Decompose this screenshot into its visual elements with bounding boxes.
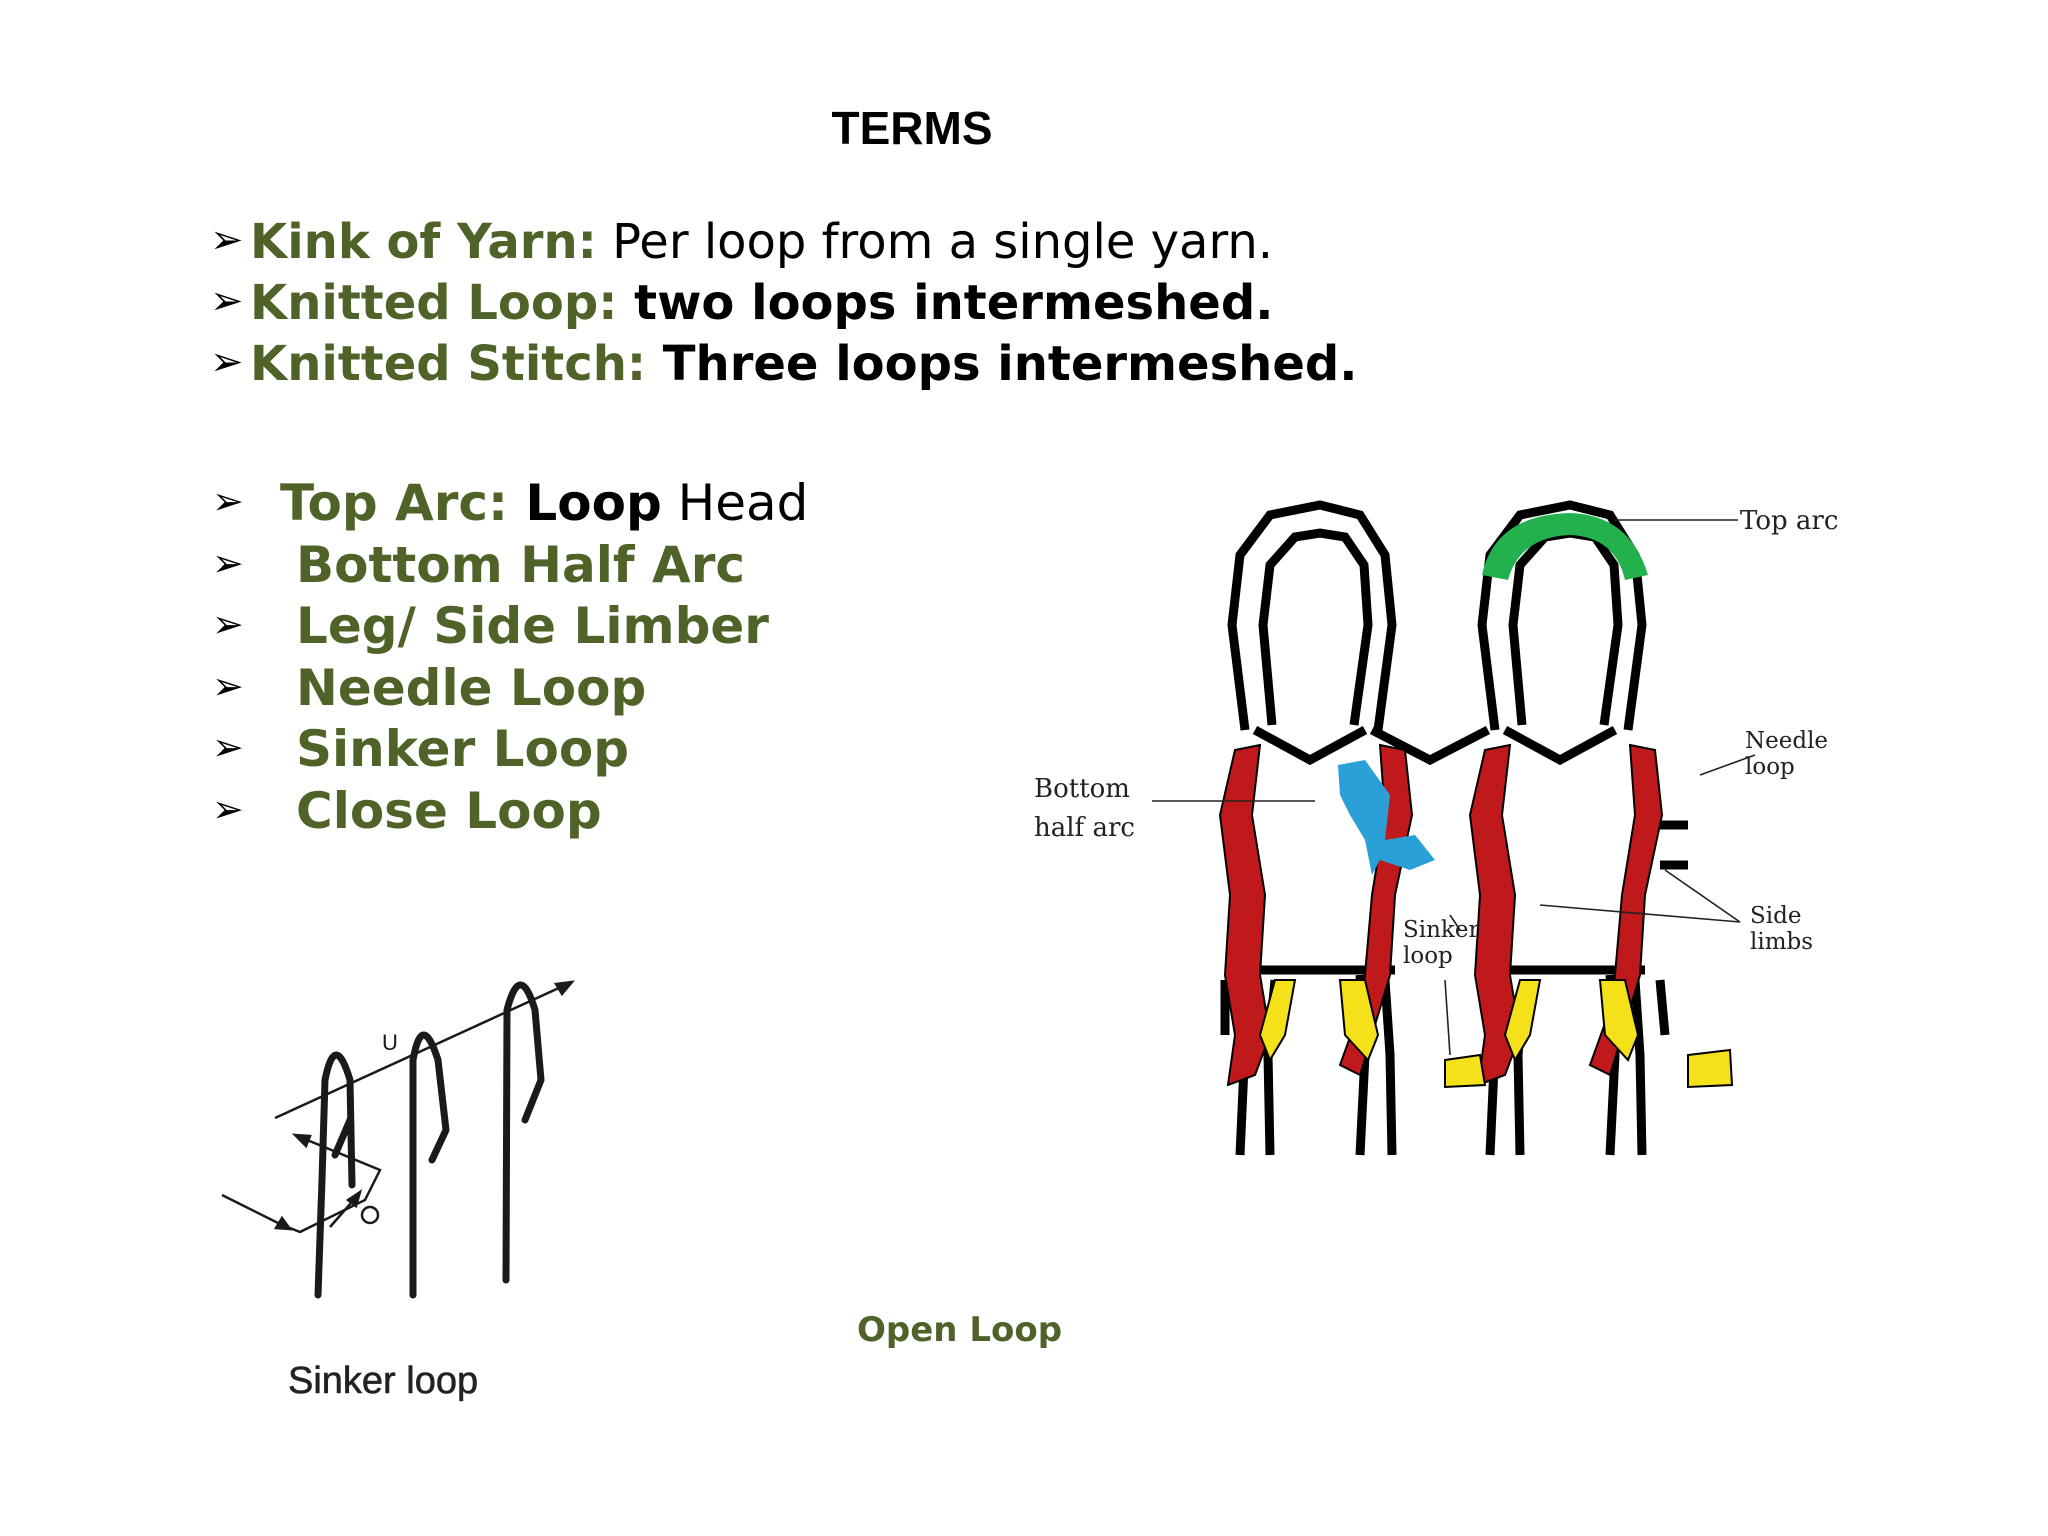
- label-bottom-half-arc-2: half arc: [1034, 813, 1135, 843]
- label-side-limbs-2: limbs: [1750, 929, 1813, 955]
- term-name: Kink of Yarn:: [250, 214, 597, 270]
- needle-loop-diagram: U: [221, 980, 575, 1299]
- bottom-half-arc-highlight: [1338, 760, 1435, 875]
- part-item: ➢ Close Loop: [212, 781, 808, 843]
- bullet-arrow-icon: ➢: [212, 479, 244, 523]
- term-name: Knitted Stitch:: [250, 336, 647, 392]
- label-sinker-loop-2: loop: [1403, 943, 1453, 969]
- bullet-arrow-icon: ➢: [212, 602, 244, 647]
- slide-title: TERMS: [831, 102, 993, 154]
- term-item: ➢Knitted Loop: two loops intermeshed.: [210, 273, 1358, 334]
- term-name: Knitted Loop:: [250, 275, 635, 331]
- label-top-arc: Top arc: [1740, 506, 1838, 536]
- bullet-arrow-icon: ➢: [212, 786, 244, 831]
- label-bottom-half-arc-1: Bottom: [1034, 774, 1130, 804]
- bullet-arrow-icon: ➢: [210, 339, 244, 385]
- part-item: ➢ Needle Loop: [212, 658, 808, 720]
- part-name: Sinker Loop: [296, 720, 629, 779]
- part-item: ➢ Bottom Half Arc: [212, 535, 808, 597]
- label-needle-loop-2: loop: [1745, 754, 1795, 780]
- loop-parts-list: ➢ Top Arc: Loop Head ➢ Bottom Half Arc ➢ Le…: [212, 473, 808, 843]
- part-item: ➢ Top Arc: Loop Head: [212, 473, 808, 535]
- bullet-arrow-icon: ➢: [210, 217, 244, 263]
- needle-label-u: U: [382, 1030, 398, 1055]
- top-arc-highlight: [1482, 513, 1648, 580]
- bullet-arrow-icon: ➢: [212, 663, 244, 708]
- bullet-arrow-icon: ➢: [210, 278, 244, 324]
- part-name: Needle Loop: [296, 658, 647, 717]
- part-name: Close Loop: [296, 781, 602, 840]
- sinker-loop-caption: Sinker loop: [288, 1360, 479, 1403]
- part-name: Top Arc:: [280, 474, 509, 532]
- part-item: ➢ Sinker Loop: [212, 719, 808, 781]
- bullet-arrow-icon: ➢: [212, 725, 244, 770]
- part-item: ➢ Leg/ Side Limber: [212, 596, 808, 658]
- term-definition: Per loop from a single yarn.: [596, 214, 1274, 270]
- part-name: Leg/ Side Limber: [296, 597, 769, 656]
- part-extra-bold: Loop: [508, 474, 662, 532]
- term-definition: Three loops intermeshed.: [646, 336, 1358, 392]
- bullet-arrow-icon: ➢: [212, 540, 244, 585]
- knitted-structure-diagram: Top arc Needle loop Bottom half arc Sink…: [1034, 485, 1870, 1175]
- label-side-limbs-1: Side: [1750, 903, 1801, 929]
- part-name: Bottom Half Arc: [296, 535, 745, 594]
- term-item: ➢Knitted Stitch: Three loops intermeshed…: [210, 334, 1358, 395]
- term-definition: two loops intermeshed.: [634, 275, 1274, 331]
- needle-label-o-icon: [360, 1205, 380, 1225]
- open-loop-caption: Open Loop: [857, 1310, 1063, 1350]
- part-extra-regular: Head: [661, 474, 809, 532]
- terms-list: ➢Kink of Yarn: Per loop from a single ya…: [210, 212, 1358, 395]
- label-needle-loop-1: Needle: [1745, 728, 1828, 754]
- term-item: ➢Kink of Yarn: Per loop from a single ya…: [210, 212, 1358, 273]
- label-sinker-loop-1: Sinker: [1403, 917, 1479, 943]
